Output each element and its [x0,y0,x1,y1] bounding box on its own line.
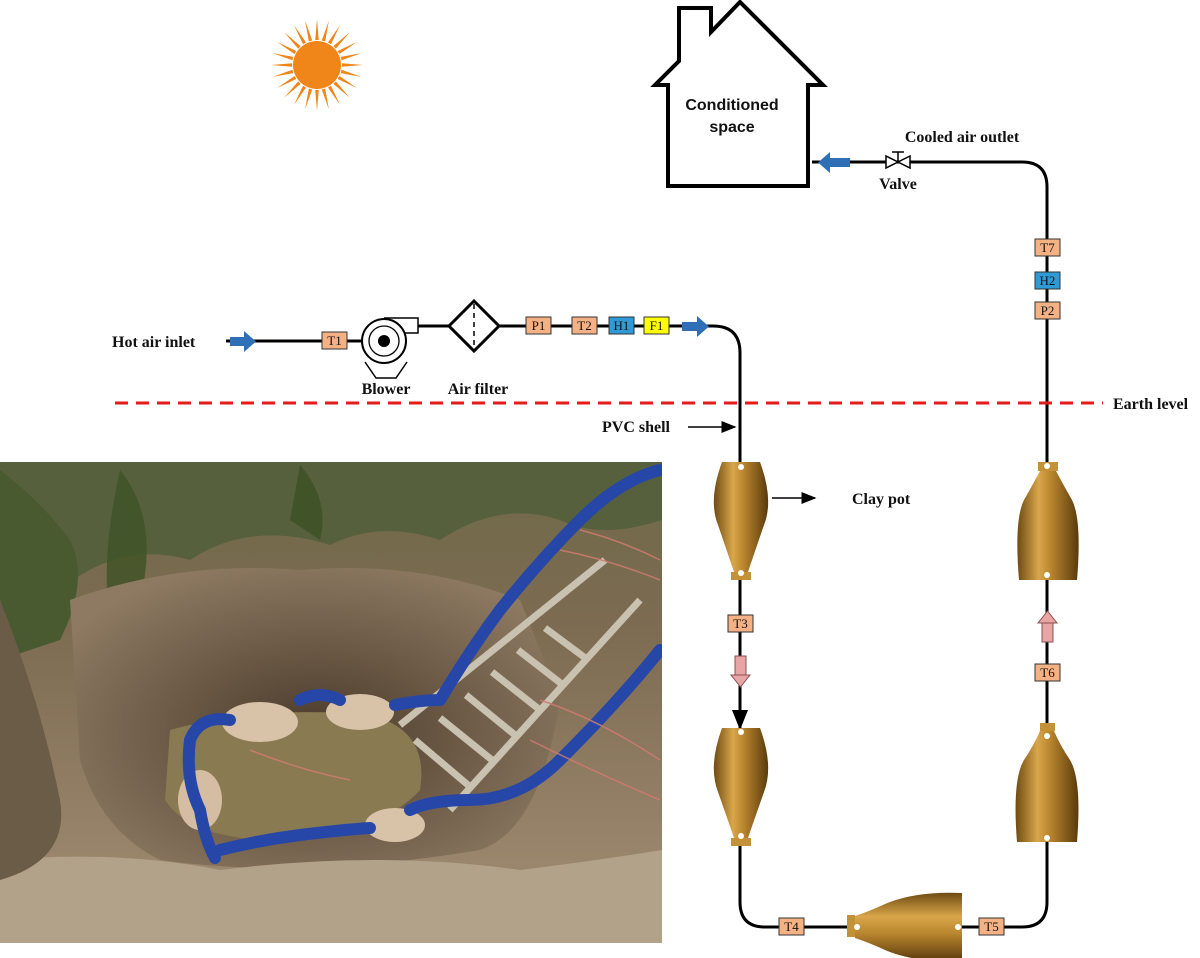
conditioned-space-label-line1: Conditioned [685,97,778,114]
clay-pot-label: Clay pot [852,491,911,508]
sensor-tag-t5[interactable]: T5 [978,917,1005,936]
sun-ray [333,32,350,49]
sun-ray [333,81,350,98]
sensor-tag-h2[interactable]: H2 [1034,271,1061,290]
clay-pot-2 [713,728,769,846]
blower-label: Blower [362,381,411,398]
flow-arrow-down [729,655,752,688]
pvc-shell-label: PVC shell [602,419,671,436]
sensor-tag-p1[interactable]: P1 [525,316,552,335]
sun-ray [337,42,357,55]
sun-icon [271,19,363,111]
sun-ray [284,81,301,98]
sun-ray [340,69,362,77]
sensor-tag-t3[interactable]: T3 [727,614,754,633]
sun-ray [284,32,301,49]
clay-pot-5 [1017,462,1079,580]
sun-ray [315,19,319,41]
hot-air-inlet-label: Hot air inlet [112,334,196,351]
sensor-tag-t4[interactable]: T4 [778,917,805,936]
cooled-air-outlet-label: Cooled air outlet [905,129,1020,146]
sensor-label-p2: P2 [1041,303,1055,318]
sensor-label-h2: H2 [1040,273,1056,288]
clay-pot-4 [1015,723,1079,842]
sensor-label-h1: H1 [614,318,630,333]
sun-ray [321,88,329,110]
valve-icon[interactable] [885,151,911,170]
sun-ray [294,25,307,45]
sensor-label-t6: T6 [1040,665,1055,680]
sun-ray [327,25,340,45]
sun-ray [305,20,313,42]
installation-photo [0,462,662,943]
air-flow-arrow-after-f1 [682,316,709,337]
flow-arrow-up [1036,610,1059,643]
sensor-tag-t6[interactable]: T6 [1034,663,1061,682]
outlet-pipe [812,160,1049,462]
sensor-label-t3: T3 [733,616,747,631]
air-filter-icon[interactable] [446,298,502,354]
clay-pot-3 [847,892,962,958]
sensor-tag-p2[interactable]: P2 [1034,301,1061,320]
sun-ray [271,63,293,67]
sun-ray [305,88,313,110]
sensor-label-t5: T5 [984,919,998,934]
sun-ray [272,53,294,61]
inlet-pipe-after-filter [499,324,742,462]
sun-ray [327,85,340,105]
sensor-tag-t7[interactable]: T7 [1034,238,1061,257]
sun-ray [277,75,297,88]
sun-ray [277,42,297,55]
sensor-tag-f1[interactable]: F1 [643,316,670,335]
sun-disc [293,41,341,89]
sun-ray [340,53,362,61]
sensor-tag-h1[interactable]: H1 [608,316,635,335]
sensor-label-p1: P1 [532,318,546,333]
pipe-pot2-to-pot3 [738,842,852,929]
blower-icon[interactable] [361,317,419,379]
sensor-label-t2: T2 [577,318,591,333]
conditioned-space-label-line2: space [709,119,754,136]
sensor-tag-t1[interactable]: T1 [321,331,348,350]
earth-level-label: Earth level [1113,396,1189,413]
air-flow-arrow-inlet [230,331,256,352]
pipe-pot3-to-pot4 [962,842,1049,929]
sensor-label-t7: T7 [1040,240,1055,255]
air-flow-arrow-into-house [818,152,850,173]
sensor-tags: T1 P1 T2 H1 F1 T3 T4 T5 [321,238,1061,936]
sun-ray [341,63,363,67]
clay-pot-1 [713,462,769,580]
sensor-tag-t2[interactable]: T2 [571,316,598,335]
house-icon: Conditioned space [650,0,828,188]
sun-ray [321,20,329,42]
sensor-label-t1: T1 [327,333,341,348]
sun-ray [315,89,319,111]
sun-ray [294,85,307,105]
sensor-label-t4: T4 [784,919,799,934]
sensor-label-f1: F1 [650,318,664,333]
valve-label: Valve [879,176,917,193]
air-filter-label: Air filter [448,381,509,398]
sun-ray [272,69,294,77]
sun-ray [337,75,357,88]
